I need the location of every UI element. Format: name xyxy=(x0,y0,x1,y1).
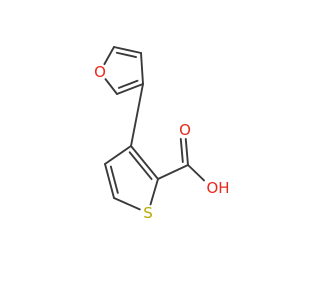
carbonyl-oxygen-label: O xyxy=(179,121,191,139)
thiophene-sulfur-label: S xyxy=(143,204,153,222)
molecule-structure: O S O OH xyxy=(94,46,230,222)
bond-furan-c3-c2-double xyxy=(117,79,139,89)
hydroxyl-label: OH xyxy=(206,179,229,197)
bond-furan-c2-o xyxy=(104,78,118,95)
bond-thio-c2-c3-double xyxy=(128,151,153,181)
furan-oxygen-label: O xyxy=(94,63,106,81)
thiophene-ring xyxy=(104,145,159,211)
bond-furan-c4-c3 xyxy=(140,52,144,85)
bond-furan-thiophene xyxy=(130,83,144,147)
bond-furan-o-c5 xyxy=(103,46,115,66)
bond-thio-s-c2 xyxy=(149,178,159,206)
bond-thio-c4-c5 xyxy=(104,163,115,199)
bond-furan-c5-c4-double xyxy=(115,51,137,58)
bond-carbonyl xyxy=(184,138,189,166)
furan-ring xyxy=(103,46,144,147)
structure-canvas: O S O OH xyxy=(94,46,230,222)
bond-thio-c5-s xyxy=(113,197,141,211)
bond-thio-c4-c5-double xyxy=(109,165,119,194)
bond-carbonyl-double xyxy=(179,138,184,163)
carboxylic-acid-group xyxy=(157,138,206,182)
bond-c2-carboxyl xyxy=(157,164,189,180)
bond-furan-c5-c4 xyxy=(113,46,142,54)
bond-thio-c3-c4 xyxy=(104,145,132,165)
bond-thio-c2-c3 xyxy=(130,145,159,180)
bond-furan-c3-c2 xyxy=(116,83,144,95)
bond-hydroxyl xyxy=(187,164,206,182)
